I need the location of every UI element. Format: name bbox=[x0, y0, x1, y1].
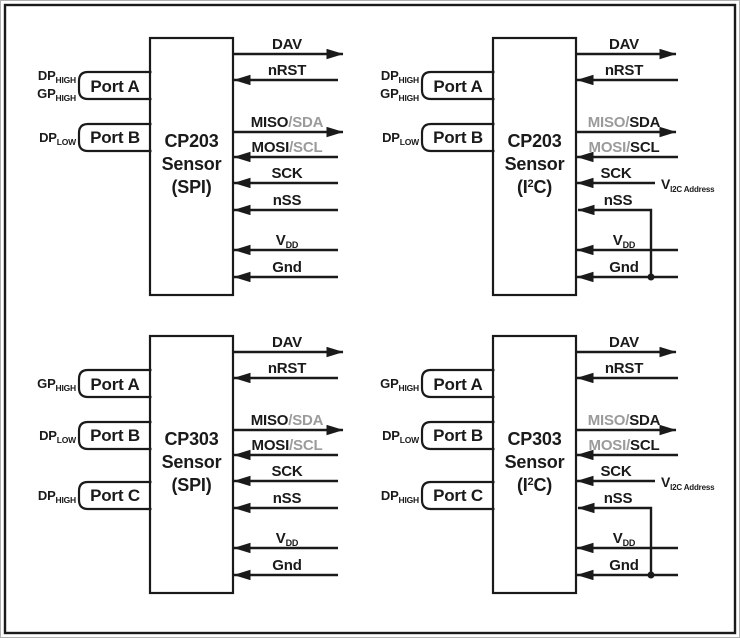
port-b-label: Port B bbox=[90, 426, 140, 445]
pin-label-gp-high: GPHIGH bbox=[37, 86, 76, 103]
signal-label-sck: SCK bbox=[271, 165, 302, 182]
signal-label-vdd: VDD bbox=[276, 232, 299, 250]
sensor-interface: (I2C) bbox=[517, 475, 552, 495]
port-a-box bbox=[420, 368, 495, 399]
port-b-box bbox=[420, 420, 495, 451]
sensor-interface: (I2C) bbox=[517, 177, 552, 197]
signal-label-miso-sda: MISO/SDA bbox=[251, 412, 324, 429]
sensor-interface: (SPI) bbox=[171, 177, 211, 197]
sensor-block bbox=[148, 36, 235, 297]
pin-label-dp-high: DPHIGH bbox=[381, 68, 419, 85]
port-c-box bbox=[420, 480, 495, 511]
signal-label-mosi-scl: MOSI/SCL bbox=[252, 437, 323, 454]
pin-label-gp-high: GPHIGH bbox=[380, 376, 419, 393]
signal-label-nss: nSS bbox=[273, 490, 302, 507]
port-a-box bbox=[77, 368, 152, 399]
sensor-model: CP303 bbox=[507, 429, 561, 449]
sensor-group-cp203-i2c: Port A Port B DPHIGH GPHIGH DPLOW CP203 … bbox=[380, 36, 715, 297]
sensor-block bbox=[491, 334, 578, 595]
signal-label-sck: SCK bbox=[271, 463, 302, 480]
sensor-kind: Sensor bbox=[505, 452, 565, 472]
sensor-model: CP203 bbox=[164, 131, 218, 151]
pin-label-dp-low: DPLOW bbox=[382, 428, 420, 445]
signal-label-nrst: nRST bbox=[605, 62, 643, 79]
outer-border bbox=[3, 3, 737, 635]
signal-label-gnd: Gnd bbox=[609, 259, 638, 276]
sensor-model: CP203 bbox=[507, 131, 561, 151]
signal-line-nss-tied-to-gnd bbox=[577, 502, 653, 575]
signal-label-miso-sda: MISO/SDA bbox=[251, 114, 324, 131]
sensor-block bbox=[148, 334, 235, 595]
signal-label-mosi-scl: MOSI/SCL bbox=[252, 139, 323, 156]
signal-label-gnd: Gnd bbox=[272, 259, 301, 276]
i2c-address-label: VI2C Address bbox=[661, 474, 715, 492]
sensor-interface: (SPI) bbox=[171, 475, 211, 495]
pin-label-dp-high: DPHIGH bbox=[381, 488, 419, 505]
port-b-box bbox=[420, 122, 495, 153]
signal-label-nss: nSS bbox=[604, 490, 633, 507]
port-a-box bbox=[420, 70, 495, 101]
signal-label-nss: nSS bbox=[273, 192, 302, 209]
port-b-label: Port B bbox=[433, 426, 483, 445]
port-a-label: Port A bbox=[90, 375, 139, 394]
port-c-box bbox=[77, 480, 152, 511]
signal-label-vdd: VDD bbox=[276, 530, 299, 548]
signal-label-vdd: VDD bbox=[613, 530, 636, 548]
port-c-label: Port C bbox=[433, 486, 483, 505]
sensor-group-cp303-spi: Port A Port B Port C GPHIGH DPLOW DPHIGH… bbox=[37, 334, 344, 595]
signal-label-dav: DAV bbox=[609, 334, 639, 351]
signal-label-nrst: nRST bbox=[605, 360, 643, 377]
junction-dot-gnd bbox=[647, 273, 655, 281]
port-a-label: Port A bbox=[90, 77, 139, 96]
signal-label-mosi-scl: MOSI/SCL bbox=[589, 139, 660, 156]
signal-label-dav: DAV bbox=[272, 334, 302, 351]
port-b-box bbox=[77, 420, 152, 451]
pin-label-dp-low: DPLOW bbox=[382, 130, 420, 147]
signal-label-dav: DAV bbox=[272, 36, 302, 53]
port-b-box bbox=[77, 122, 152, 153]
sensor-block bbox=[491, 36, 578, 297]
signal-label-mosi-scl: MOSI/SCL bbox=[589, 437, 660, 454]
port-a-box bbox=[77, 70, 152, 101]
signal-label-nss: nSS bbox=[604, 192, 633, 209]
signal-label-gnd: Gnd bbox=[272, 557, 301, 574]
port-b-label: Port B bbox=[433, 128, 483, 147]
signal-label-nrst: nRST bbox=[268, 360, 306, 377]
pin-label-gp-high: GPHIGH bbox=[380, 86, 419, 103]
sensor-model: CP303 bbox=[164, 429, 218, 449]
signal-label-nrst: nRST bbox=[268, 62, 306, 79]
signal-label-miso-sda: MISO/SDA bbox=[588, 412, 661, 429]
port-a-label: Port A bbox=[433, 77, 482, 96]
sensor-kind: Sensor bbox=[162, 154, 222, 174]
signal-label-dav: DAV bbox=[609, 36, 639, 53]
pin-label-dp-low: DPLOW bbox=[39, 130, 77, 147]
pin-label-dp-high: DPHIGH bbox=[38, 488, 76, 505]
port-c-label: Port C bbox=[90, 486, 140, 505]
port-b-label: Port B bbox=[90, 128, 140, 147]
pin-label-gp-high: GPHIGH bbox=[37, 376, 76, 393]
junction-dot-gnd bbox=[647, 571, 655, 579]
signal-label-vdd: VDD bbox=[613, 232, 636, 250]
sensor-group-cp203-spi: Port A Port B DPHIGH GPHIGH DPLOW CP203 … bbox=[37, 36, 344, 297]
sensor-group-cp303-i2c: Port A Port B Port C GPHIGH DPLOW DPHIGH… bbox=[380, 334, 715, 595]
port-a-label: Port A bbox=[433, 375, 482, 394]
sensor-kind: Sensor bbox=[162, 452, 222, 472]
signal-label-sck: SCK bbox=[600, 463, 631, 480]
signal-label-sck: SCK bbox=[600, 165, 631, 182]
signal-label-gnd: Gnd bbox=[609, 557, 638, 574]
i2c-address-label: VI2C Address bbox=[661, 176, 715, 194]
pin-label-dp-low: DPLOW bbox=[39, 428, 77, 445]
signal-line-nss-tied-to-gnd bbox=[577, 204, 653, 277]
pin-label-dp-high: DPHIGH bbox=[38, 68, 76, 85]
sensor-kind: Sensor bbox=[505, 154, 565, 174]
signal-label-miso-sda: MISO/SDA bbox=[588, 114, 661, 131]
